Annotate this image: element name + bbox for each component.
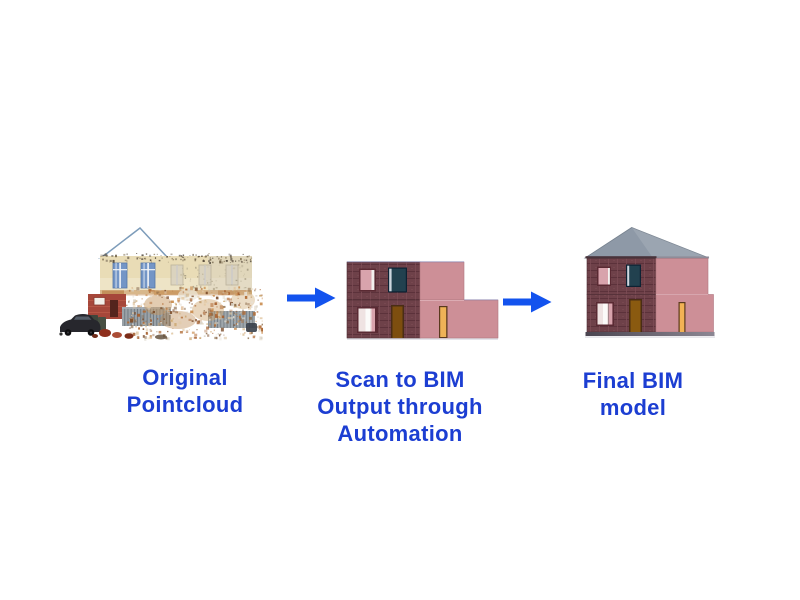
final-bim-figure xyxy=(583,222,717,340)
roof-wireframe-icon xyxy=(97,226,171,259)
final-windows-doors xyxy=(596,264,686,332)
roof xyxy=(583,227,710,259)
plinth-base xyxy=(585,332,715,336)
bim-output-figure xyxy=(345,258,501,340)
right-arrow-icon xyxy=(503,291,552,313)
bim-upper-floor xyxy=(346,261,465,301)
bim-output-image xyxy=(346,261,499,340)
final-bim-image xyxy=(583,227,715,338)
stage-label-final-bim: Final BIM model xyxy=(582,368,684,420)
brick-lower-wall xyxy=(88,294,126,319)
bim-lower-floor xyxy=(346,299,499,339)
ground-debris xyxy=(59,323,257,340)
pointcloud-image xyxy=(59,226,263,341)
bim-windows-doors xyxy=(357,267,448,338)
stage-label-scan-to-bim: Scan to BIM Output through Automation xyxy=(317,367,483,446)
house-shadow xyxy=(347,338,498,340)
right-arrow-icon xyxy=(287,287,336,309)
floor-divider-band xyxy=(100,290,252,296)
pointcloud-windows xyxy=(112,262,156,289)
pointcloud-figure xyxy=(58,220,263,348)
stage-label-original-pointcloud: Original Pointcloud xyxy=(126,365,244,417)
pointcloud-noise xyxy=(124,286,263,341)
car-icon xyxy=(60,314,101,336)
house-shadow xyxy=(585,336,715,338)
pointcloud-wall-marks xyxy=(180,264,249,292)
faded-windows xyxy=(170,264,239,286)
pointcloud-top-speckle xyxy=(100,253,253,264)
final-upper-floor xyxy=(586,258,709,295)
